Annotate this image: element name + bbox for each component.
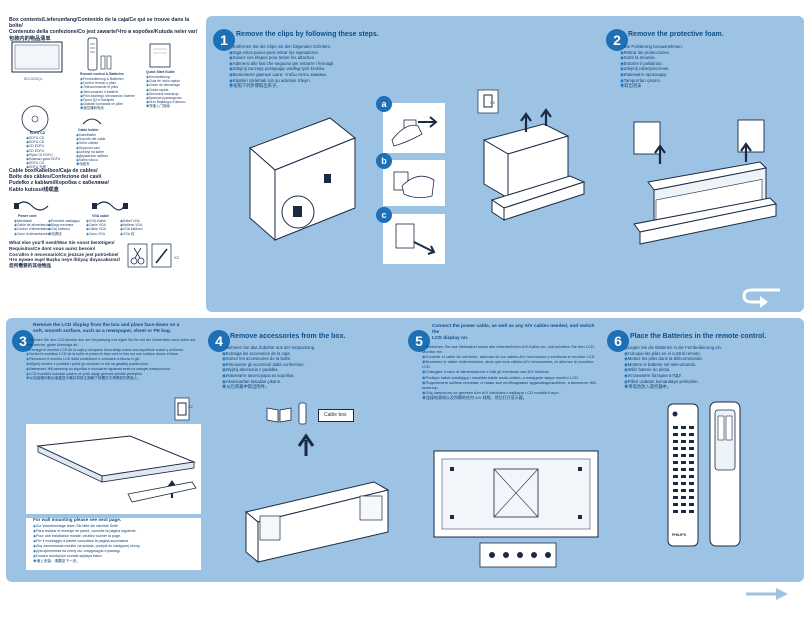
next-arrow-icon — [746, 588, 788, 600]
monitor-label: BDL3230QL — [24, 77, 43, 81]
step-1-x2: X2 — [490, 100, 495, 105]
step-4-box-illustration — [244, 481, 390, 564]
step-4-title: Remove accessories from the box. — [230, 333, 346, 340]
vga-cable-illustration — [92, 201, 128, 211]
box-contents-title: Box contents/Lieferumfang/Contenido de l… — [9, 17, 198, 42]
step-1-instructions: Entfernen Sie die Clips mit den folgende… — [229, 44, 335, 89]
power-cord-label: Power cord — [18, 214, 37, 218]
cable-holder-illustration — [82, 118, 102, 125]
cd-illustration — [21, 105, 49, 133]
wall-mount-title: For wall mounting please see next page. — [33, 517, 122, 522]
scissors-icon — [127, 243, 148, 268]
step-3-clip-icon — [174, 397, 190, 421]
step-1-title: Remove the clips by following these step… — [236, 31, 379, 38]
step-3-x2: X2 — [188, 404, 193, 409]
step-1c-label: c — [376, 207, 392, 223]
vga-label: VGA cable — [92, 214, 109, 218]
step-3-instructions: Nehmen Sie den LCD-Monitor aus der Verpa… — [26, 338, 201, 381]
step-5-instructions: Schließen Sie das Netzkabel sowie alle e… — [422, 344, 600, 400]
step-5-title: Connect the power cable, as well as any … — [432, 324, 595, 342]
step-2-foam-illustration — [633, 119, 778, 245]
step-5-back-panel-illustration — [433, 450, 599, 568]
monitor-illustration — [11, 41, 63, 73]
remote-items: Fernbedienung & Batterien Control remoto… — [80, 77, 135, 111]
cable-holder-label: Cable holder — [78, 128, 99, 132]
wall-mount-items: Zur Wandmontage lesen Sie bitte die näch… — [33, 524, 140, 564]
cd-label: EDFU CD — [30, 131, 46, 135]
step-2-title: Remove the protective foam. — [628, 31, 724, 38]
cd-items: EDFU-CD EDFU-CD CD EDFU CD EDFU Płyta CD… — [26, 136, 60, 170]
batteries-illustration — [100, 55, 112, 70]
return-arrow-icon — [742, 288, 780, 308]
step-6-instructions: Legen Sie die Batterien in die Fernbedie… — [624, 345, 722, 390]
remote-illustration — [87, 37, 98, 71]
step-1-open-box — [482, 108, 586, 221]
cable-box-title: Cable box/Kabelbox/Caja de cables/ Boîte… — [9, 168, 109, 193]
step-4-book-icon — [266, 407, 292, 423]
step-1c-clip — [395, 223, 436, 255]
step-3-display-illustration — [36, 435, 197, 503]
step-1b-label: b — [376, 153, 392, 169]
step-1a-label: a — [376, 96, 392, 112]
step-4-cable-box — [318, 409, 354, 422]
need-title: What else you'll need/Was Sie sonst benö… — [9, 240, 121, 269]
step-2-instructions: Die Polsterung herausnehmen. Retirar las… — [620, 44, 683, 89]
clip-icon — [477, 89, 499, 114]
cable-holder-items: Kabelhalter Soporte del cable Serre-câbl… — [76, 133, 108, 167]
guide-label: Quick Start Guide — [146, 70, 175, 74]
step-1a-hand — [391, 116, 438, 147]
guide-items: Kurzanleitung Guía de inicio rápido Guid… — [146, 75, 186, 109]
guide-illustration — [149, 43, 171, 68]
step-4-remote-icon — [298, 402, 307, 425]
step-1-box-illustration — [249, 117, 356, 242]
step-4-up-arrow — [297, 433, 315, 456]
vga-items: VGA-Kabel Cable VGA Câble VGA Cavo VGA — [86, 219, 106, 236]
need-x2-label: X2 — [174, 255, 179, 260]
step-1b-hand — [393, 171, 435, 198]
step-3-title: Remove the LCD display from the box and … — [33, 323, 180, 334]
remote-label: Remote control & Batteries — [80, 72, 124, 76]
vga-items-2: Kabel VGA Кабель VGA VGA kablosu VGA 线 — [120, 219, 143, 236]
step-6-remote-back — [709, 401, 741, 547]
power-cord-items: Netzkabel Cable de alimentación Cordon d… — [14, 219, 51, 236]
step-4-cable-box-label: Cable box — [324, 412, 347, 418]
step-4-instructions: Nehmen Sie das Zubehör aus der Verpackun… — [222, 345, 316, 390]
step-6-brand: PHILIPS — [672, 533, 686, 537]
step-6-title: Place the Batteries in the remote contro… — [630, 333, 767, 340]
step-6-remote-front — [667, 403, 699, 547]
power-cord-illustration — [14, 201, 49, 211]
power-cord-items-2: Przewód zasilający Шнур питания Güç kabl… — [48, 219, 80, 236]
screwdriver-icon — [151, 243, 172, 268]
